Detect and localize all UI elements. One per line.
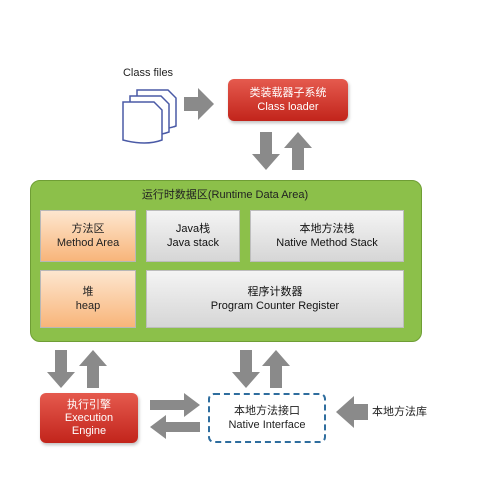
method-area-cn: 方法区 [71, 223, 105, 235]
execution-engine-cn: 执行引擎 [67, 398, 111, 411]
execution-engine-box: 执行引擎 Execution Engine [40, 393, 138, 443]
method-area-en: Method Area [56, 237, 120, 249]
method-area-box: 方法区 Method Area [40, 210, 136, 262]
arrow-runtime-up-loader [284, 132, 312, 170]
arrow-native-to-engine [150, 415, 200, 439]
arrow-engine-to-native [150, 393, 200, 417]
java-stack-box: Java栈 Java stack [146, 210, 240, 262]
arrow-engine-up-runtime [79, 350, 107, 388]
native-method-stack-box: 本地方法栈 Native Method Stack [250, 210, 404, 262]
class-loader-label-cn: 类装载器子系统 [249, 87, 327, 99]
arrow-runtime-down-engine [47, 350, 75, 388]
pc-register-cn: 程序计数器 [247, 286, 303, 298]
native-interface-en: Native Interface [228, 419, 306, 431]
execution-engine-en1: Execution [64, 411, 114, 424]
java-stack-en: Java stack [167, 237, 219, 249]
arrow-runtime-down-native [232, 350, 260, 388]
class-loader-label-en: Class loader [257, 101, 319, 113]
arrow-loader-down [252, 132, 280, 170]
java-stack-cn: Java栈 [175, 223, 211, 235]
native-interface-cn: 本地方法接口 [234, 405, 300, 417]
native-method-stack-cn: 本地方法栈 [299, 223, 355, 235]
native-library-label: 本地方法库 [372, 406, 427, 418]
pc-register-en: Program Counter Register [210, 300, 340, 312]
arrow-library-to-native [336, 396, 368, 428]
heap-en: heap [75, 300, 101, 312]
arrow-native-up-runtime [262, 350, 290, 388]
native-interface-box: 本地方法接口 Native Interface [208, 393, 326, 443]
class-files-icon [122, 89, 177, 144]
arrow-files-to-loader [184, 88, 214, 120]
heap-box: 堆 heap [40, 270, 136, 328]
class-files-label: Class files [122, 67, 174, 79]
native-method-stack-en: Native Method Stack [276, 237, 378, 249]
pc-register-box: 程序计数器 Program Counter Register [146, 270, 404, 328]
runtime-data-area-title: 运行时数据区(Runtime Data Area) [141, 189, 309, 201]
heap-cn: 堆 [82, 286, 94, 298]
class-loader-box: 类装载器子系统 Class loader [228, 79, 348, 121]
execution-engine-en2: Engine [71, 424, 107, 437]
